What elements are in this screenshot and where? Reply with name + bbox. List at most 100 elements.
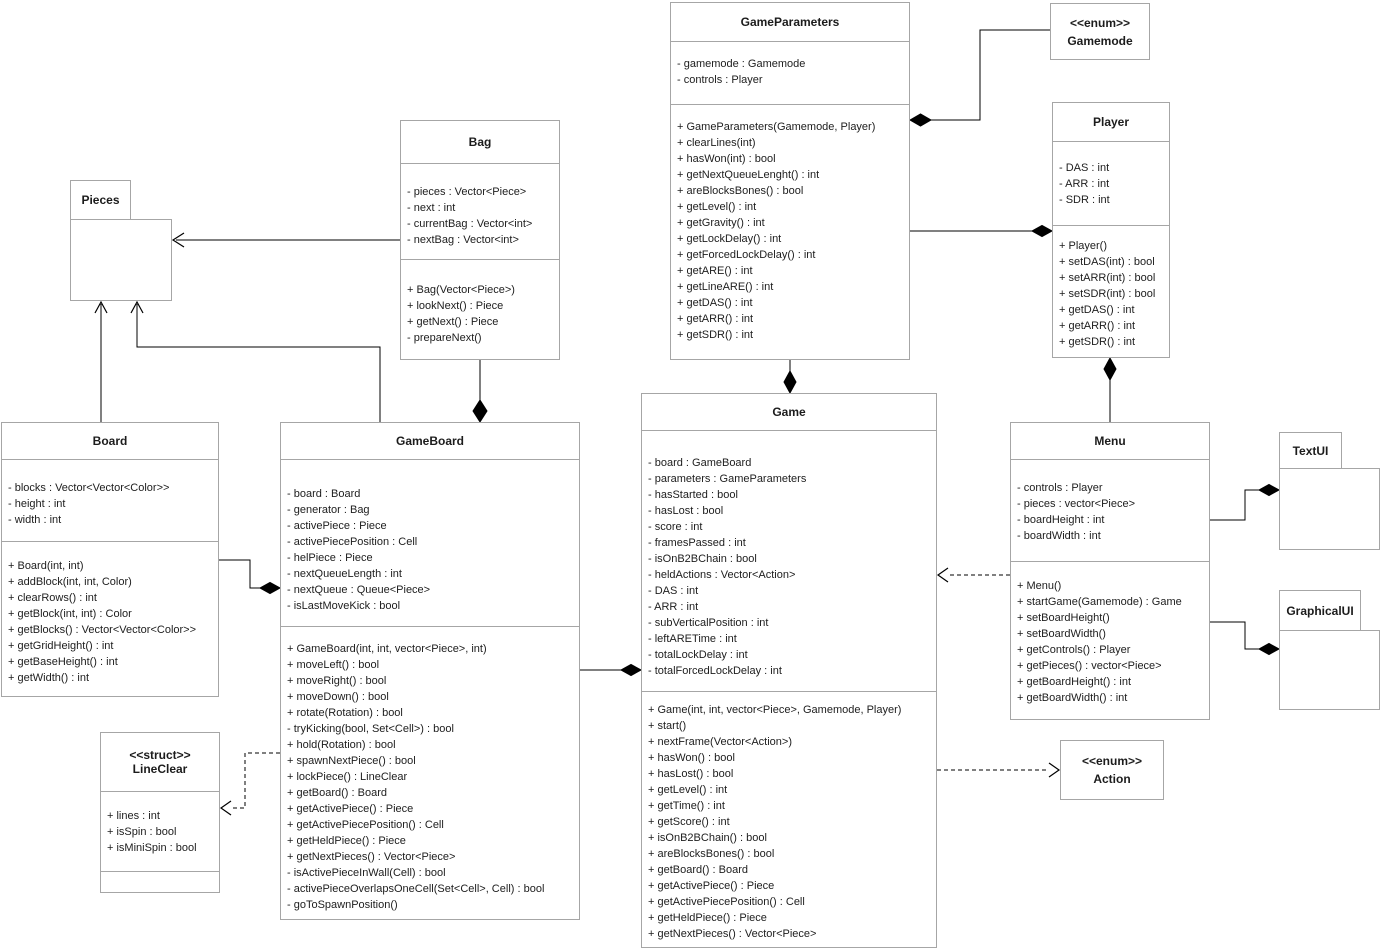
member-row: + setBoardWidth() [1017,628,1106,640]
enum-action: <<enum>> Action [1060,740,1164,800]
member-row: + hold(Rotation) : bool [287,739,396,751]
package-pieces-label: Pieces [81,193,120,207]
member-row: + getLineARE() : int [677,281,774,293]
member-row: + getHeldPiece() : Piece [648,912,767,924]
class-attributes: + lines : int+ isSpin : bool+ isMiniSpin… [101,791,219,871]
member-row: + getNext() : Piece [407,316,499,328]
member-row: + getGridHeight() : int [8,640,114,652]
member-row: + Menu() [1017,580,1062,592]
member-row: - controls : Player [1017,482,1103,494]
member-row: + getBlocks() : Vector<Vector<Color>> [8,624,197,636]
class-methods: + Board(int, int)+ addBlock(int, int, Co… [2,541,218,696]
member-row: + rotate(Rotation) : bool [287,707,403,719]
enum-gamemode: <<enum>> Gamemode [1050,3,1150,60]
member-row: + clearLines(int) [677,137,756,149]
member-row: + moveDown() : bool [287,691,389,703]
member-row: - subVerticalPosition : int [648,617,769,629]
member-row: + isOnB2BChain() : bool [648,832,767,844]
class-attributes: - blocks : Vector<Vector<Color>>- height… [2,459,218,541]
class-title: Menu [1094,434,1126,448]
member-row: + start() [648,720,687,732]
member-row: - height : int [8,498,66,510]
member-row: - controls : Player [677,74,763,86]
member-row: - hasStarted : bool [648,489,738,501]
member-row: + getTime() : int [648,800,725,812]
class-title: Game [772,405,806,419]
member-row: - activePiece : Piece [287,520,387,532]
member-row: - helPiece : Piece [287,552,373,564]
member-row: - ARR : int [648,601,699,613]
member-row: + spawnNextPiece() : bool [287,755,416,767]
enum-title: Gamemode [1067,33,1133,48]
member-row: + setSDR(int) : bool [1059,288,1156,300]
rel-gameboard-game-composition [580,663,643,677]
member-row: + getActivePiece() : Piece [287,803,414,815]
member-row: + getSDR() : int [1059,336,1136,348]
rel-menu-textui-composition [1210,483,1281,521]
class-title: GameBoard [395,434,465,448]
rel-gameboard-pieces [130,300,381,422]
enum-title: Action [1093,772,1131,786]
member-row: + getWidth() : int [8,672,90,684]
member-row: - width : int [8,514,62,526]
class-player: Player - DAS : int- ARR : int- SDR : int… [1052,102,1170,358]
member-row: + areBlocksBones() : bool [648,848,775,860]
member-row: + GameBoard(int, int, vector<Piece>, int… [287,643,487,655]
member-row: + getForcedLockDelay() : int [677,249,816,261]
member-row: - boardHeight : int [1017,514,1105,526]
member-row: + setDAS(int) : bool [1059,256,1155,268]
member-row: - prepareNext() [407,332,482,344]
member-row: + moveRight() : bool [287,675,387,687]
class-methods: + Game(int, int, vector<Piece>, Gamemode… [642,691,936,947]
class-attributes: - pieces : Vector<Piece>- next : int- cu… [401,163,559,259]
class-menu: Menu - controls : Player- pieces : vecto… [1010,422,1210,720]
member-row: + hasWon(int) : bool [677,153,776,165]
member-row: - activePieceOverlapsOneCell(Set<Cell>, … [287,883,545,895]
member-row: - tryKicking(bool, Set<Cell>) : bool [287,723,454,735]
rel-gameparameters-player-composition [910,224,1054,238]
class-lineclear: <<struct>> LineClear + lines : int+ isSp… [100,732,220,893]
class-methods: + Player()+ setDAS(int) : bool+ setARR(i… [1053,225,1169,357]
member-row: - isOnB2BChain : bool [648,553,757,565]
member-row: + GameParameters(Gamemode, Player) [677,121,876,133]
member-row: + getNextQueueLenght() : int [677,169,820,181]
enum-stereotype: <<enum>> [1069,15,1131,30]
member-row: + getBoardHeight() : int [1017,676,1132,688]
member-row: - hasLost : bool [648,505,724,517]
class-board: Board - blocks : Vector<Vector<Color>>- … [1,422,219,697]
package-graphicalui-label: GraphicalUI [1286,603,1354,618]
rel-gameparameters-game-composition [783,360,797,395]
member-row: - framesPassed : int [648,537,746,549]
member-row: + getBaseHeight() : int [8,656,118,668]
member-row: + hasLost() : bool [648,768,734,780]
member-row: + lookNext() : Piece [407,300,504,312]
member-row: + getBlock(int, int) : Color [8,608,132,620]
member-row: + getLockDelay() : int [677,233,782,245]
member-row: + getBoard() : Board [287,787,387,799]
member-row: + getARE() : int [677,265,753,277]
member-row: + getHeldPiece() : Piece [287,835,406,847]
member-row: - nextBag : Vector<int> [407,234,519,246]
class-gameparameters: GameParameters - gamemode : Gamemode- co… [670,2,910,360]
member-row: + isMiniSpin : bool [107,842,197,854]
class-methods [101,871,219,892]
class-title: <<struct>> LineClear [101,733,219,791]
enum-stereotype: <<enum>> [1081,754,1143,768]
member-row: - totalLockDelay : int [648,649,748,661]
member-row: + getControls() : Player [1017,644,1131,656]
package-textui-label: TextUI [1292,443,1329,458]
member-row: + Bag(Vector<Piece>) [407,284,515,296]
member-row: + areBlocksBones() : bool [677,185,804,197]
member-row: - goToSpawnPosition() [287,899,398,911]
member-row: + Board(int, int) [8,560,84,572]
class-game: Game - board : GameBoard- parameters : G… [641,393,937,948]
class-attributes: - DAS : int- ARR : int- SDR : int [1053,141,1169,225]
member-row: + getDAS() : int [677,297,753,309]
class-attributes: - board : GameBoard- parameters : GamePa… [642,430,936,691]
member-row: - gamemode : Gamemode [677,58,806,70]
member-row: + getARR() : int [677,313,754,325]
member-row: + setARR(int) : bool [1059,272,1156,284]
member-row: - boardWidth : int [1017,530,1101,542]
